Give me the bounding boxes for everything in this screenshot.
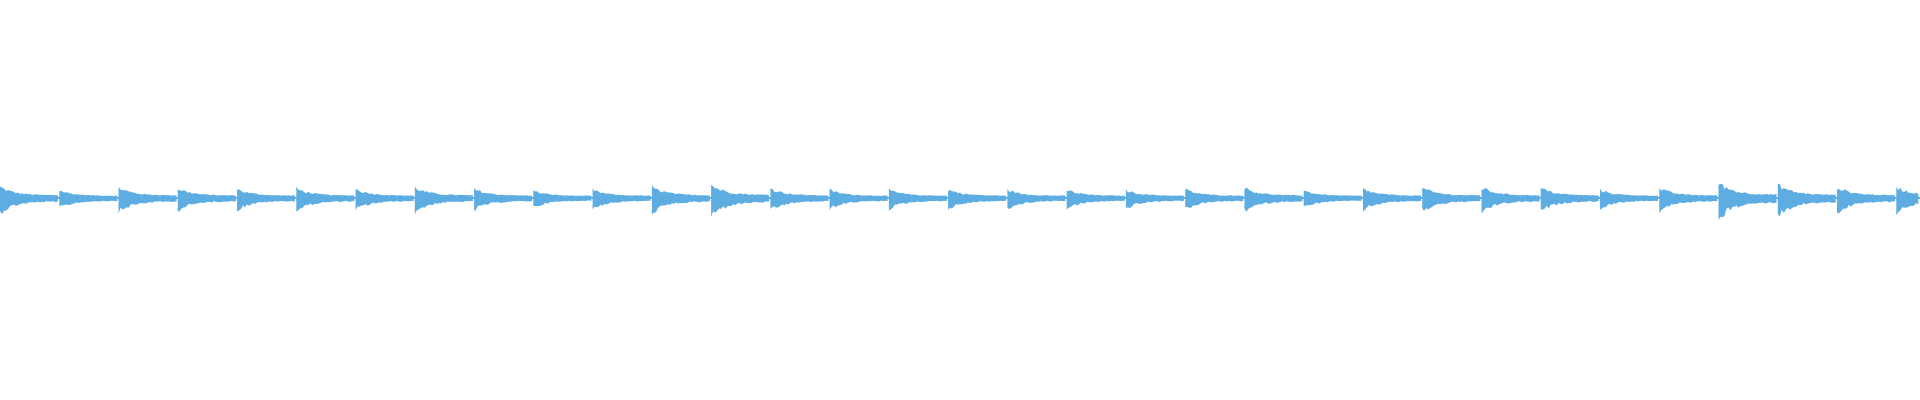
- waveform-segment: [592, 188, 651, 210]
- waveform-segment: [177, 189, 236, 212]
- waveform-segment: [711, 184, 770, 217]
- waveform-segment: [1600, 188, 1658, 210]
- waveform-segment: [829, 188, 888, 210]
- waveform-segment: [651, 185, 710, 215]
- waveform-segment: [355, 189, 414, 210]
- waveform-segment: [948, 189, 1007, 210]
- waveform-segment: [888, 188, 947, 211]
- waveform-segment: [474, 188, 533, 212]
- waveform-segment: [1244, 187, 1303, 212]
- waveform-segment: [1481, 188, 1540, 214]
- waveform-segment: [1718, 183, 1777, 221]
- waveform-segment: [118, 187, 177, 214]
- waveform-segment: [237, 189, 295, 212]
- waveform-baseline: [0, 197, 1920, 199]
- waveform-segment: [1363, 188, 1421, 212]
- waveform-segment: [0, 186, 58, 214]
- waveform-segment: [1066, 190, 1125, 210]
- waveform-segment: [1422, 188, 1481, 211]
- waveform-segment: [1896, 186, 1919, 216]
- waveform-segment: [1837, 188, 1895, 214]
- waveform-segment: [1777, 183, 1836, 217]
- waveform-segment: [296, 186, 355, 212]
- waveform-segment: [414, 186, 473, 215]
- waveform-segment: [1659, 188, 1718, 213]
